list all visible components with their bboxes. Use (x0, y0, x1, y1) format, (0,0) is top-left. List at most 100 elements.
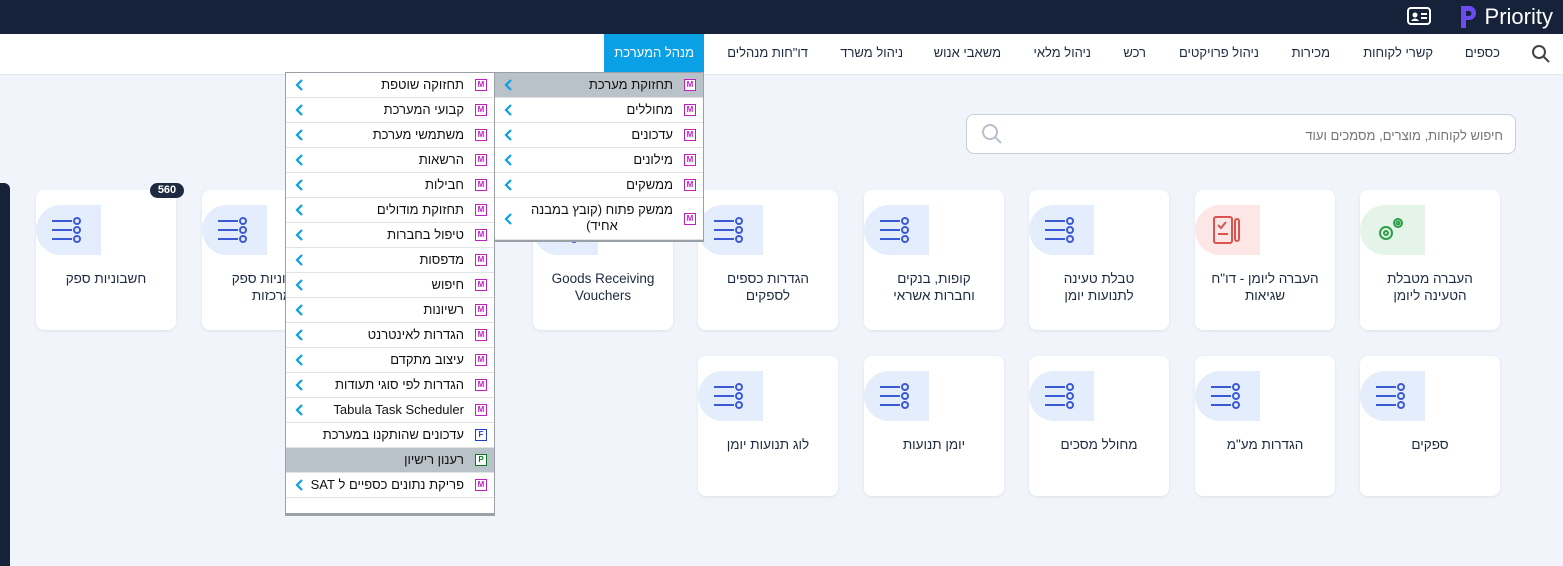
report-icon (1213, 216, 1240, 244)
menu-item-label: הגדרות לפי סוגי תעודות (334, 377, 464, 392)
tile-icon-bg (864, 371, 929, 421)
global-search[interactable] (966, 114, 1516, 155)
chevron-left-icon (504, 79, 512, 91)
item-type-icon: M (475, 354, 487, 366)
nav-item[interactable]: ניהול משרד (840, 45, 903, 60)
item-type-icon: M (475, 179, 487, 191)
menu-item-label: מדפסות (419, 252, 464, 267)
item-type-icon: M (475, 204, 487, 216)
item-type-icon: M (684, 129, 696, 141)
profile-card-icon[interactable] (1407, 5, 1431, 27)
nav-item[interactable]: ניהול מלאי (1033, 45, 1091, 60)
app-tile[interactable]: לוג תנועות יומן (698, 356, 838, 496)
app-tile[interactable]: חשבוניות ספק (36, 190, 176, 330)
chevron-left-icon (295, 79, 303, 91)
tile-icon-bg (864, 205, 929, 255)
nav-item[interactable]: כספים (1464, 45, 1500, 60)
menu-item-label: קבועי המערכת (383, 102, 464, 117)
chevron-left-icon (504, 212, 512, 225)
nav-item[interactable]: רכש (1123, 45, 1146, 60)
item-type-icon: P (475, 454, 487, 466)
list-icon (714, 217, 743, 243)
menu-item-label: עדכונים (631, 127, 673, 142)
search-icon[interactable] (1531, 44, 1551, 64)
app-tile[interactable]: יומן תנועות (864, 356, 1004, 496)
nav-item[interactable]: מכירות (1291, 45, 1330, 60)
app-tile[interactable]: מחולל מסכים (1029, 356, 1169, 496)
nav-item[interactable]: ניהול פרויקטים (1178, 45, 1259, 60)
app-tile[interactable]: הגדרות מע"מ (1195, 356, 1335, 496)
chevron-left-icon (295, 279, 303, 291)
nav-item[interactable]: קשרי לקוחות (1363, 45, 1433, 60)
chevron-left-icon (295, 229, 303, 241)
tile-label: הגדרות כספים לספקים (727, 271, 809, 303)
tile-label: יומן תנועות (902, 437, 966, 452)
menu-item[interactable]: M חבילות (286, 173, 494, 198)
menu-item-label: עיצוב מתקדם (390, 352, 464, 367)
app-tile[interactable]: העברה ליומן - דו"ח שגיאות (1195, 190, 1335, 330)
priority-logo-icon (1460, 6, 1476, 28)
tile-label: חשבוניות ספק (65, 271, 147, 286)
app-tile[interactable]: קופות, בנקים וחברות אשראי (864, 190, 1004, 330)
menu-item-label: טיפול בחברות (387, 227, 464, 242)
tile-label: העברה ליומן - דו"ח שגיאות (1211, 271, 1319, 303)
item-type-icon: F (475, 429, 487, 441)
nav-item[interactable]: מנהל המערכת (604, 34, 704, 74)
menu-item-label: תחזוקה שוטפת (381, 77, 464, 92)
menu-item[interactable]: M עיצוב מתקדם (286, 348, 494, 373)
menu-item-label: מחוללים (626, 102, 673, 117)
nav-item[interactable]: דו"חות מנהלים (727, 45, 808, 60)
app-tile[interactable]: ספקים (1360, 356, 1500, 496)
app-tile[interactable]: טבלת טעינה לתנועות יומן (1029, 190, 1169, 330)
app-tile[interactable]: הגדרות כספים לספקים (698, 190, 838, 330)
menu-item[interactable]: F עדכונים שהותקנו במערכת (286, 423, 494, 448)
chevron-left-icon (295, 204, 303, 216)
chevron-left-icon (295, 179, 303, 191)
list-icon (1376, 383, 1405, 409)
chevron-left-icon (504, 104, 512, 116)
tile-icon-bg (1195, 205, 1260, 255)
menu-item[interactable]: M עדכונים (495, 123, 703, 148)
app-tile[interactable]: העברה מטבלת הטעינה ליומן (1360, 190, 1500, 330)
list-icon (1045, 383, 1074, 409)
menu-item-label: רשיונות (423, 302, 464, 317)
tile-icon-bg (202, 205, 267, 255)
list-icon (1045, 217, 1074, 243)
tile-icon-bg (698, 371, 763, 421)
menu-item-label: חבילות (425, 177, 464, 192)
search-icon[interactable] (981, 123, 1003, 145)
gears-icon (1379, 218, 1403, 240)
top-bar: Priority (0, 0, 1563, 34)
menu-item[interactable]: M טיפול בחברות (286, 223, 494, 248)
side-panel-edge[interactable] (0, 183, 10, 566)
menu-item-label: עדכונים שהותקנו במערכת (322, 427, 464, 442)
item-type-icon: M (475, 229, 487, 241)
item-type-icon: M (475, 129, 487, 141)
list-icon (1211, 383, 1240, 409)
menu-item[interactable]: M תחזוקה שוטפת (286, 73, 494, 98)
nav-item[interactable]: משאבי אנוש (933, 45, 1001, 60)
item-type-icon: M (684, 154, 696, 166)
item-type-icon: M (475, 79, 487, 91)
brand-logo[interactable]: Priority (1457, 2, 1553, 32)
search-input[interactable] (1021, 115, 1505, 155)
